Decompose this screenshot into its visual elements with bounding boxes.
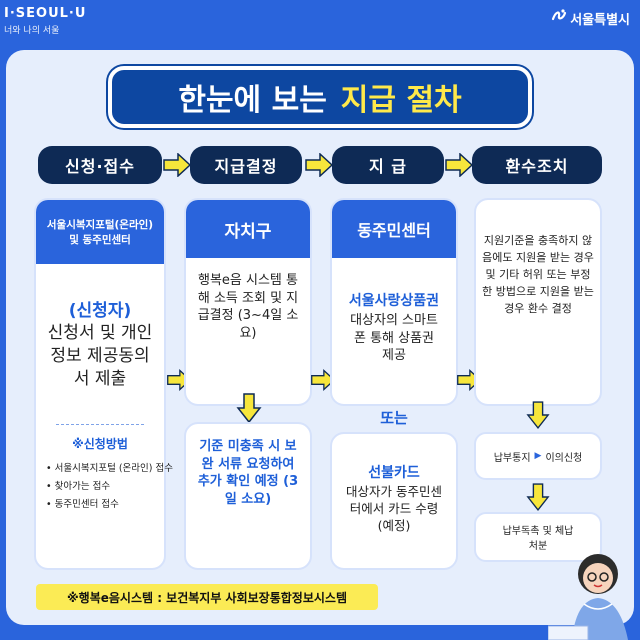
payment-card-header: 동주민센터 xyxy=(332,200,456,258)
top-bar: I·SEOUL·U 너와 나의 서울 서울특별시 xyxy=(0,0,640,40)
prepaid-card xyxy=(330,432,458,570)
right-arrow-icon xyxy=(444,153,474,177)
seoul-city-logo: 서울특별시 xyxy=(551,8,630,28)
apply-method-title: ※신청방법 xyxy=(72,437,128,451)
apply-card-header: 서울시복지포털(온라인) 및 동주민센터 xyxy=(36,200,164,264)
right-arrow-icon xyxy=(310,368,336,392)
title-part2: 지급 절차 xyxy=(340,83,462,118)
notice-label: 납부통지 xyxy=(493,452,531,464)
list-item: 찾아가는 접수 xyxy=(46,478,173,496)
final-label: 납부독촉 및 체납처분 xyxy=(502,526,574,552)
down-arrow-icon xyxy=(526,400,550,430)
step-recovery: 환수조치 xyxy=(472,146,602,184)
step-apply: 신청·접수 xyxy=(38,146,162,184)
divider xyxy=(56,424,144,425)
decision-card-header: 자치구 xyxy=(186,200,310,258)
title-part1: 한눈에 보는 xyxy=(178,83,327,118)
list-item: 서울시복지포털 (온라인) 접수 xyxy=(46,460,173,478)
play-right-icon: ▶ xyxy=(534,451,542,461)
page-title: 한눈에 보는 지급 절차 xyxy=(108,66,532,128)
iseoulu-logo-text: I·SEOUL·U xyxy=(4,6,87,21)
down-arrow-icon xyxy=(526,482,550,512)
seoul-swirl-icon xyxy=(551,8,567,28)
apply-method-list: 서울시복지포털 (온라인) 접수 찾아가는 접수 동주민센터 접수 xyxy=(46,460,173,514)
prepaid-body: 대상자가 동주민센터에서 카드 수령(예정) xyxy=(346,484,442,533)
apply-body: 신청서 및 개인정보 제공동의서 제출 xyxy=(47,323,153,389)
step-decision: 지급결정 xyxy=(190,146,302,184)
right-arrow-icon xyxy=(162,153,192,177)
step-payment: 지 급 xyxy=(332,146,444,184)
prepaid-label: 선불카드 xyxy=(368,465,420,481)
decision-body: 행복e음 시스템 통해 소득 조회 및 지급결정 (3~4일 소요) xyxy=(197,273,299,341)
right-arrow-icon xyxy=(304,153,334,177)
recovery-body: 지원기준을 충족하지 않음에도 지원을 받는 경우 및 기타 허위 또는 부정한… xyxy=(482,234,594,316)
seoul-city-logo-text: 서울특별시 xyxy=(570,12,630,28)
or-label: 또는 xyxy=(380,409,408,427)
payment-body: 대상자의 스마트폰 통해 상품권 제공 xyxy=(350,313,438,364)
final-box: 납부독촉 및 체납처분 xyxy=(474,512,602,562)
iseoulu-logo: I·SEOUL·U 너와 나의 서울 xyxy=(4,6,86,36)
footnote: ※행복e음시스템 : 보건복지부 사회보장통합정보시스템 xyxy=(36,584,378,610)
objection-label: 이의신청 xyxy=(545,452,583,464)
iseoulu-tagline: 너와 나의 서울 xyxy=(4,26,60,36)
character-illustration xyxy=(547,540,640,640)
applicant-label: (신청자) xyxy=(68,301,132,321)
supplement-card xyxy=(184,422,312,570)
recovery-card xyxy=(474,198,602,406)
list-item: 동주민센터 접수 xyxy=(46,496,173,514)
supplement-body: 기준 미충족 시 보완 서류 요청하여 추가 확인 예정 (3일 소요) xyxy=(197,439,299,507)
notice-box: 납부통지 ▶ 이의신청 xyxy=(474,432,602,480)
down-arrow-icon xyxy=(236,392,262,424)
gift-card-label: 서울사랑상품권 xyxy=(348,293,440,309)
